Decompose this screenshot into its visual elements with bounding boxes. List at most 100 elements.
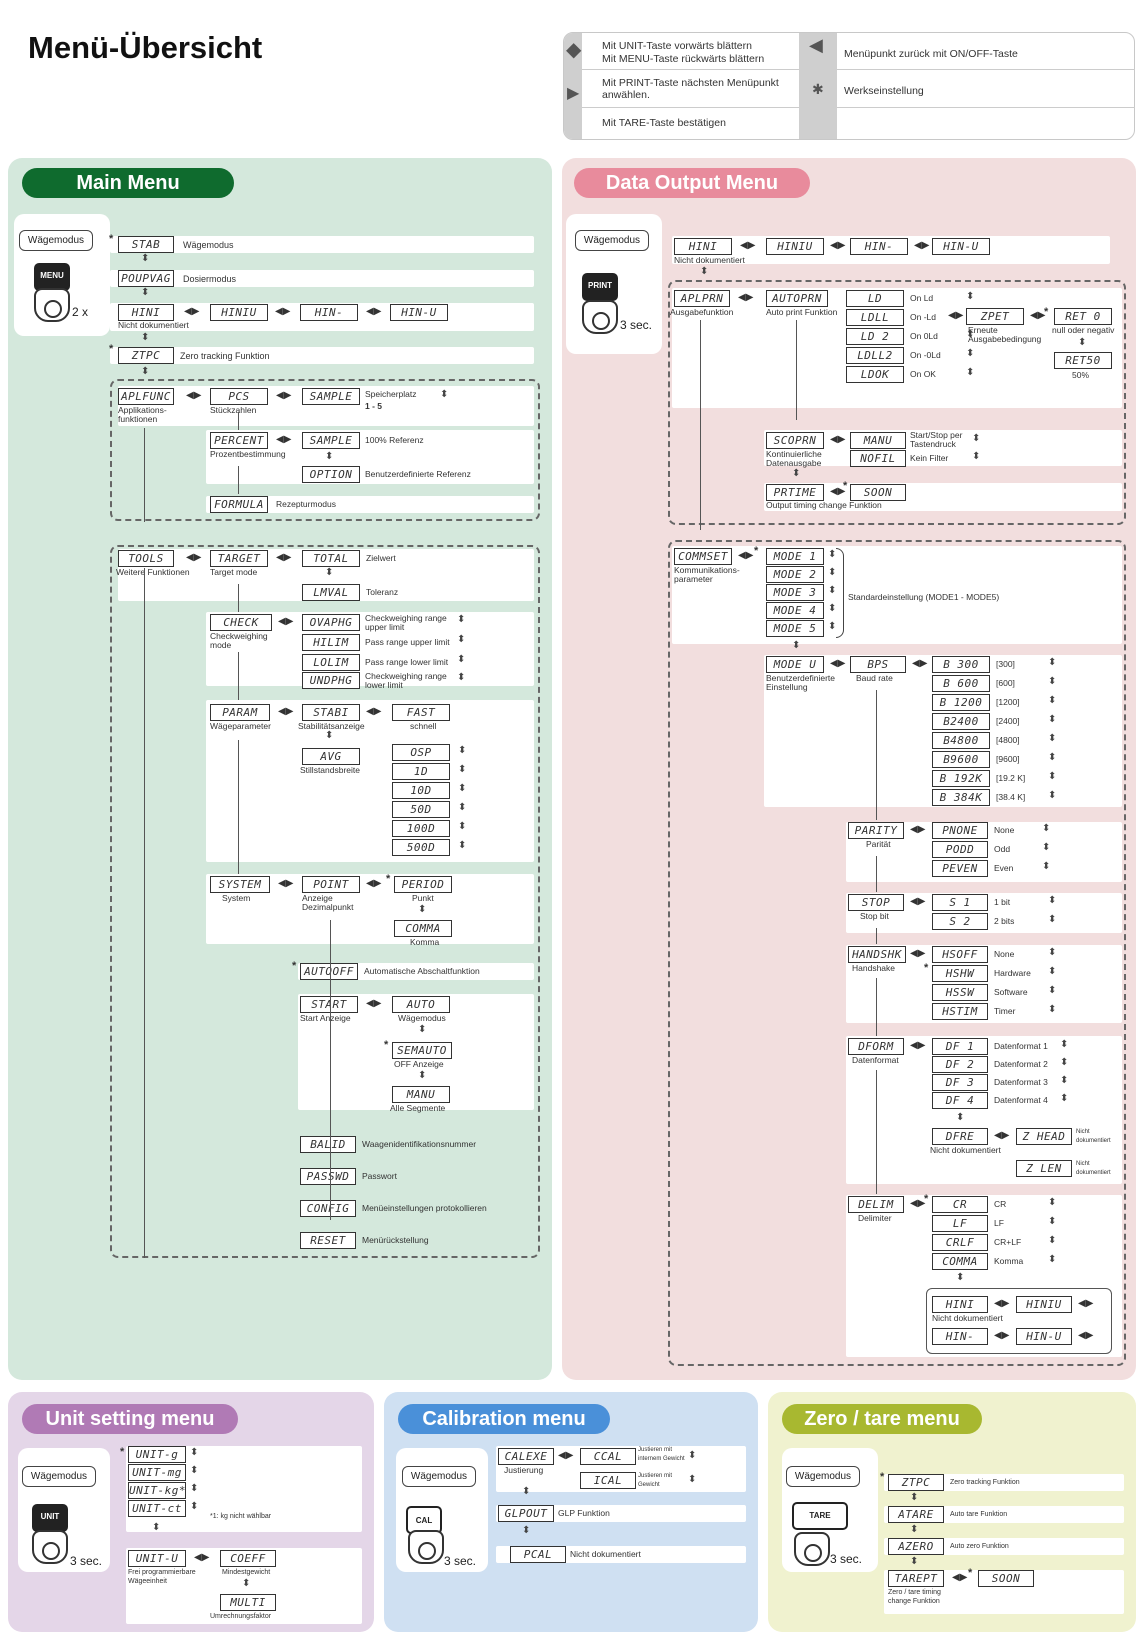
desc-dform: Datenformat [852, 1055, 899, 1065]
updown-arrow: ⬍ [325, 451, 334, 462]
desc-zhead: Nicht dokumentiert [1076, 1129, 1111, 1144]
baud-lcd: B 300 [932, 656, 990, 673]
lcd-auto: AUTO [392, 996, 450, 1013]
unit-key[interactable]: UNIT [32, 1504, 68, 1532]
connector [330, 920, 331, 1220]
factory-star: * [880, 1471, 885, 1483]
lcd-azero: AZERO [888, 1538, 944, 1555]
desc-sample: Speicherplatz [365, 389, 417, 399]
desc-zpet: Erneute Ausgabebedingung [968, 325, 1042, 344]
desc-coeff: Mindestgewicht [222, 1569, 271, 1576]
desc-stop: Stop bit [860, 911, 889, 921]
connector [238, 584, 239, 612]
desc-system: System [222, 893, 251, 903]
lcd-glpout: GLPOUT [498, 1505, 554, 1522]
left-arrow-icon: ◀ [809, 35, 823, 55]
mode-lcd: MODE 2 [766, 566, 824, 583]
df-lcd: DF 2 [932, 1056, 988, 1073]
cal-wagemodus: Wägemodus [402, 1466, 476, 1487]
row-bar [884, 1538, 1124, 1555]
connector [876, 928, 877, 944]
desc-stab: Wägemodus [183, 240, 234, 250]
dl-lcd: CR [932, 1196, 988, 1213]
lcd-d-hiniu: HINIU [766, 238, 824, 255]
lcd-tarept: TAREPT [888, 1570, 944, 1587]
mode-lcd: MODE 1 [766, 548, 824, 565]
factory-star: * [924, 1193, 929, 1205]
lcd-ret0: RET 0 [1054, 308, 1112, 325]
zero-wagemodus: Wägemodus [786, 1466, 860, 1487]
lcd-ck3: UNDPHG [302, 672, 360, 689]
lr-arrow: ◀▶ [740, 240, 756, 251]
lcd-pcs: PCS [210, 388, 268, 405]
desc-z-ztpc: Zero tracking Funktion [950, 1479, 1020, 1486]
hs-desc: None [994, 949, 1015, 959]
ld-lcd: LD [846, 290, 904, 307]
df-lcd: DF 4 [932, 1092, 988, 1109]
data-sec: 3 sec. [620, 318, 653, 332]
print-key[interactable]: PRINT [582, 273, 618, 301]
id-lcd: CONFIG [300, 1200, 356, 1217]
cal-sec: 3 sec. [444, 1554, 477, 1568]
lcd-dform: DFORM [848, 1038, 904, 1055]
hand-icon [582, 300, 618, 334]
hs-lcd: HSHW [932, 965, 988, 982]
updown-arrow: ⬍ [190, 1483, 199, 1494]
lr-arrow: ◀▶ [830, 434, 846, 445]
lcd-d-hinu: HIN-U [932, 238, 990, 255]
baud-lcd: B9600 [932, 751, 990, 768]
desc-atare: Auto tare Funktion [950, 1511, 1008, 1518]
menu-key[interactable]: MENU [34, 263, 70, 291]
sample-range: 1 - 5 [365, 401, 383, 411]
lcd-ret50: RET50 [1054, 352, 1112, 369]
updown-arrow: ⬍ [910, 1524, 919, 1535]
legend-menu: Mit MENU-Taste rückwärts blättern [602, 53, 765, 65]
connector [876, 690, 877, 820]
lr-arrow: ◀▶ [830, 486, 846, 497]
lcd-handshk: HANDSHK [848, 946, 906, 963]
updown-arrow: ⬍ [972, 433, 981, 444]
updown-arrow: ⬍ [458, 764, 467, 775]
connector [876, 978, 877, 1036]
factory-star: * [754, 545, 759, 557]
dl-desc: CR [994, 1199, 1007, 1209]
lcd-z-soon: SOON [978, 1570, 1034, 1587]
df-desc: Datenformat 4 [994, 1095, 1048, 1105]
hs-lcd: HSOFF [932, 946, 988, 963]
connector [238, 412, 239, 430]
baud-lcd: B 1200 [932, 694, 990, 711]
baud-desc: [9600] [996, 754, 1020, 764]
df-desc: Datenformat 3 [994, 1077, 1048, 1087]
mode-lcd: MODE 3 [766, 584, 824, 601]
updown-arrow: ⬍ [1048, 914, 1057, 925]
lcd-d-hini: HINI [674, 238, 732, 255]
desc-comma: Komma [410, 937, 440, 947]
tare-key[interactable]: TARE [792, 1502, 848, 1530]
row-bar [496, 1505, 746, 1522]
cal-key[interactable]: CAL [406, 1506, 442, 1534]
lcd-stab: STAB [118, 236, 174, 253]
lr-arrow: ◀▶ [1078, 1330, 1094, 1341]
lr-arrow: ◀▶ [278, 616, 294, 627]
stop-desc: 2 bits [994, 916, 1015, 926]
lcd-tools: TOOLS [118, 550, 174, 567]
lcd-percent: PERCENT [210, 432, 268, 449]
hand-icon [34, 288, 70, 322]
lr-arrow: ◀▶ [910, 824, 926, 835]
lr-arrow: ◀▶ [910, 1198, 926, 1209]
updown-arrow: ⬍ [458, 840, 467, 851]
updown-arrow: ⬍ [457, 614, 466, 625]
lr-arrow: ◀▶ [910, 1040, 926, 1051]
lr-arrow: ◀▶ [186, 552, 202, 563]
updown-arrow: ⬍ [141, 287, 150, 298]
desc-ccal: Justieren mit internem Gewicht [638, 1447, 685, 1462]
id-lcd: BALID [300, 1136, 356, 1153]
df-lcd: DF 3 [932, 1074, 988, 1091]
updown-arrow: ⬍ [458, 745, 467, 756]
baud-desc: [38.4 K] [996, 792, 1026, 802]
updown-arrow: ⬍ [956, 1272, 965, 1283]
lcd-autoprn: AUTOPRN [766, 290, 828, 307]
lr-arrow: ◀▶ [994, 1298, 1010, 1309]
updown-arrow: ⬍ [1060, 1039, 1069, 1050]
lr-arrow: ◀▶ [1030, 310, 1046, 321]
